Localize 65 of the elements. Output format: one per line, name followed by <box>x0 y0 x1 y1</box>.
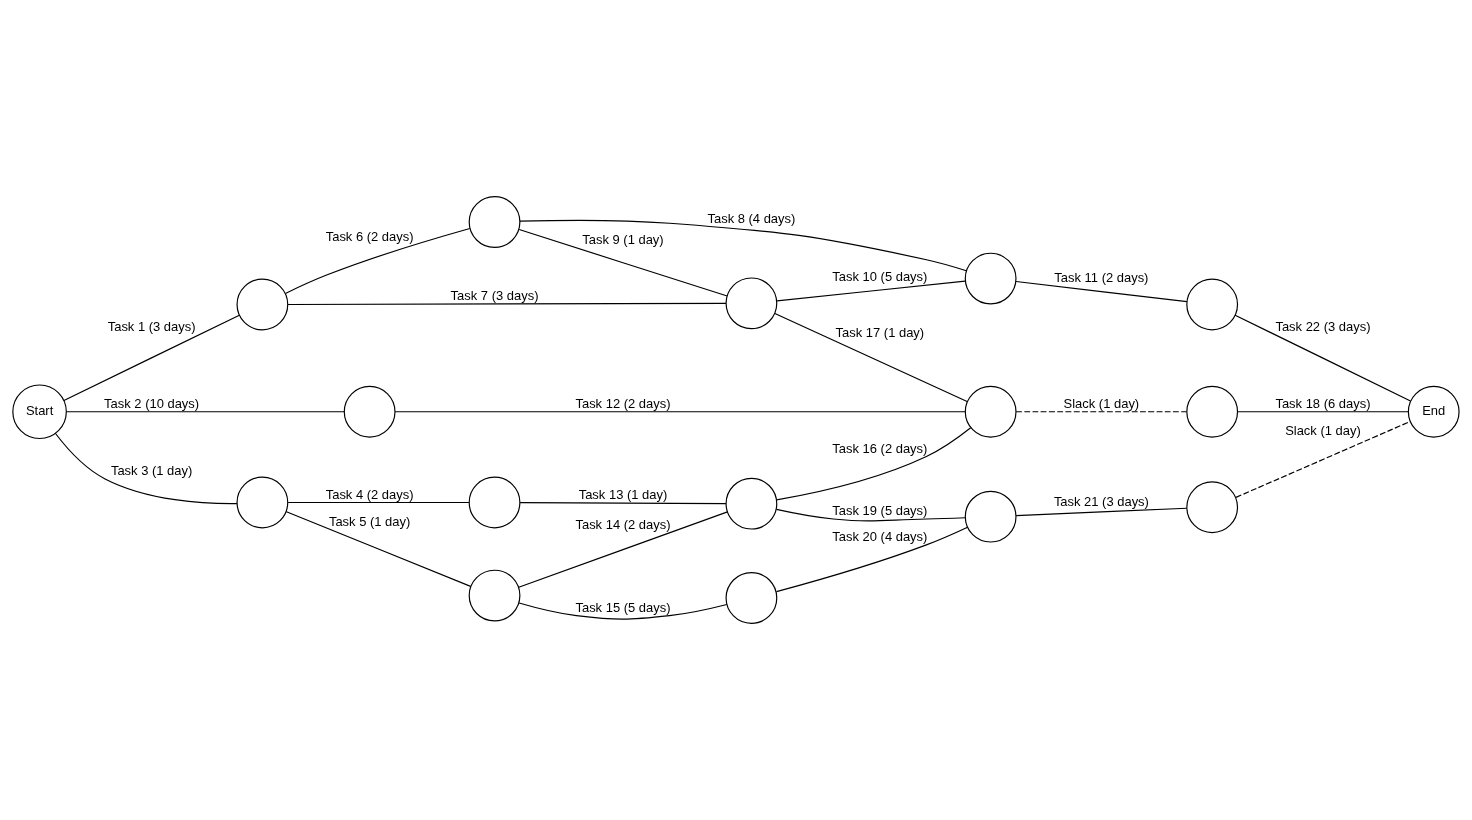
edge-label: Task 10 (5 days) <box>832 268 928 284</box>
node-circle <box>725 477 778 530</box>
edge-label: Task 15 (5 days) <box>575 599 671 615</box>
edge-label: Task 13 (1 day) <box>578 486 668 502</box>
node-circle <box>964 490 1017 543</box>
edge-label: Task 7 (3 days) <box>450 287 539 303</box>
edge-label: Task 1 (3 days) <box>107 319 196 335</box>
connector <box>284 227 471 295</box>
edge-label: Task 21 (3 days) <box>1053 493 1149 509</box>
edge-label: Task 17 (1 day) <box>835 325 925 341</box>
node-circle <box>964 385 1017 438</box>
edge-label: Task 3 (1 day) <box>110 463 193 479</box>
connector <box>518 602 728 620</box>
connector <box>1015 280 1188 303</box>
edge-label: Task 9 (1 day) <box>582 232 664 248</box>
edge-label: Slack (1 day) <box>1285 423 1361 439</box>
node-circle <box>468 196 521 248</box>
node-circle <box>468 569 521 622</box>
node-circle <box>468 476 521 529</box>
edge-label: Task 20 (4 days) <box>832 529 928 545</box>
connector <box>519 219 967 272</box>
edge-label: Task 5 (1 day) <box>328 513 411 529</box>
connector <box>287 501 470 504</box>
node-circle <box>343 385 396 438</box>
node-circle <box>1186 385 1239 438</box>
connector <box>65 411 345 413</box>
edge-label: Task 22 (3 days) <box>1275 319 1371 335</box>
connector <box>775 526 969 593</box>
connector <box>518 228 728 297</box>
connector <box>1235 421 1411 498</box>
edge-label: Task 12 (2 days) <box>575 396 671 411</box>
edge-label: Task 18 (6 days) <box>1275 396 1371 411</box>
connector <box>776 280 966 302</box>
connector <box>776 427 972 501</box>
edge-label: Task 2 (10 days) <box>104 396 200 411</box>
node-circle: Start <box>12 384 67 440</box>
node-circle <box>236 476 289 529</box>
node-circle <box>964 252 1017 305</box>
edge-label: Task 4 (2 days) <box>325 486 414 502</box>
edge-label: Task 19 (5 days) <box>832 503 928 519</box>
node-circle <box>725 277 778 330</box>
node-circle <box>1186 278 1239 331</box>
connector <box>287 302 727 306</box>
node-circle: End <box>1407 385 1460 438</box>
connector <box>518 511 729 588</box>
edge-label: Task 16 (2 days) <box>832 440 928 456</box>
connector <box>775 508 966 522</box>
connector <box>1237 411 1409 413</box>
connector <box>1015 411 1188 413</box>
connector <box>1234 314 1412 402</box>
edge-label: Task 14 (2 days) <box>575 517 671 533</box>
connector <box>394 411 966 413</box>
connector <box>519 502 727 505</box>
edge-label: Task 6 (2 days) <box>325 228 414 244</box>
node-circle <box>725 572 778 624</box>
node-circle <box>1186 481 1239 534</box>
connector <box>1015 507 1188 517</box>
edge-label: Slack (1 day) <box>1063 396 1140 411</box>
connector <box>774 312 968 403</box>
connector <box>285 511 472 587</box>
edge-label: Task 8 (4 days) <box>707 210 796 226</box>
connector <box>54 432 238 505</box>
node-circle <box>236 278 289 331</box>
edge-label: Task 11 (2 days) <box>1054 269 1149 285</box>
connector <box>63 314 240 402</box>
